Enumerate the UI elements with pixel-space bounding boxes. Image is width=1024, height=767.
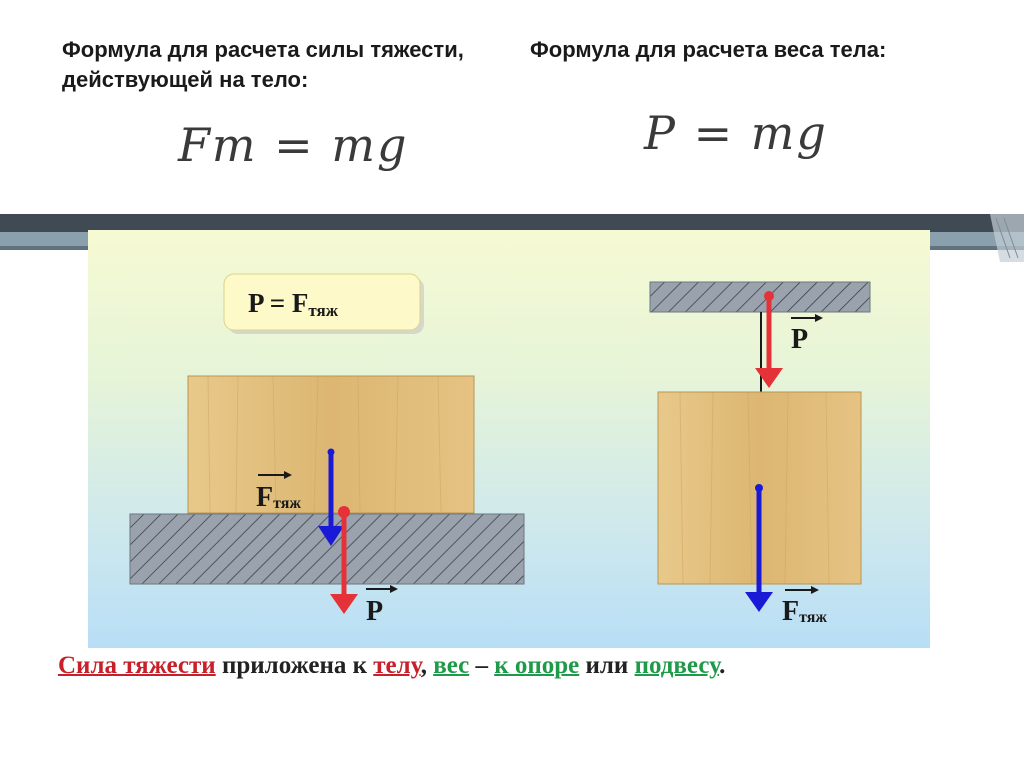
right-weight-arrow (755, 291, 783, 388)
right-p-label: P (791, 314, 823, 355)
right-gravity-arrow (745, 484, 773, 612)
left-weight-arrow (330, 506, 358, 614)
svg-text:P = Fтяж: P = Fтяж (248, 288, 339, 320)
caption-or: или (579, 652, 635, 679)
equation-lhs: P = (248, 288, 292, 318)
left-p-label: P (366, 585, 398, 627)
right-f-label: Fтяж (782, 586, 827, 627)
caption-comma: , (420, 652, 434, 679)
left-support (129, 513, 525, 585)
caption-gravity: Сила тяжести (58, 652, 216, 679)
svg-text:Fтяж: Fтяж (782, 596, 827, 627)
right-ceiling (649, 281, 871, 313)
gravity-formula: Fт = mg (178, 118, 409, 172)
caption-body: телу (373, 652, 421, 679)
svg-text:Fтяж: Fтяж (256, 482, 301, 513)
caption-weight: вес (433, 652, 470, 679)
equation-f: F (292, 288, 309, 318)
caption-support: к опоре (494, 652, 580, 679)
caption-dash: – (469, 652, 495, 679)
equation-box: P = Fтяж (223, 273, 424, 334)
equation-sub: тяж (308, 301, 338, 320)
svg-text:P: P (366, 596, 383, 627)
svg-text:P: P (791, 324, 808, 355)
weight-formula: P = mg (644, 106, 828, 160)
weight-formula-title: Формула для расчета веса тела: (530, 37, 887, 62)
left-f-label: Fтяж (256, 471, 301, 513)
left-gravity-arrow (318, 448, 344, 546)
left-wood-grain (207, 375, 442, 514)
gravity-formula-title: Формула для расчета силы тяжести, действ… (62, 37, 464, 92)
caption: Сила тяжести приложена к телу, вес – к о… (58, 652, 978, 680)
caption-t1: приложена к (215, 652, 374, 679)
caption-end: . (719, 652, 726, 679)
caption-suspension: подвесу (634, 652, 720, 679)
diagram-panel: P = Fтяж Fтяж (88, 230, 930, 648)
right-wood-grain (679, 391, 830, 585)
